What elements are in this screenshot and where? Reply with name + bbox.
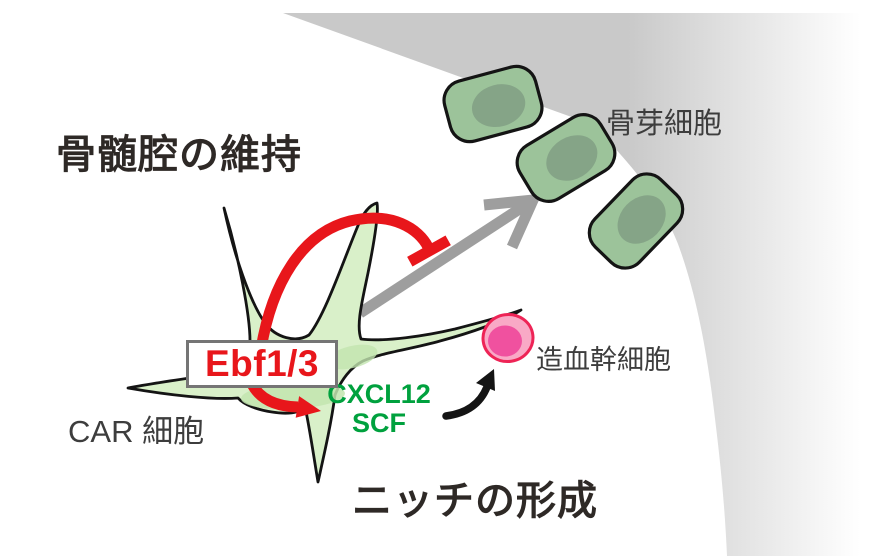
inhibition-tbar (407, 235, 451, 267)
osteoblast-cell (587, 172, 685, 270)
hsc-support-arrow-shaft (442, 383, 491, 420)
hsc-cell-shape (481, 312, 535, 364)
hsc-support-arrow-head (476, 369, 495, 391)
osteoblast-label: 骨芽細胞 (606, 108, 723, 140)
osteoblast-cells (442, 64, 685, 270)
niche-formation-title: ニッチの形成 (352, 479, 598, 523)
scf-label: SCF (352, 407, 406, 438)
inhibition-arc (255, 212, 433, 350)
ebf1-3-gene-box: Ebf1/3 (186, 340, 338, 388)
secreted-factors-label: CXCL12 SCF (320, 380, 438, 437)
cxcl12-label: CXCL12 (327, 379, 431, 409)
bone-region (283, 13, 873, 556)
osteoblast-differentiation-arrow (356, 193, 542, 318)
osteoblast-cell (515, 113, 617, 203)
osteoblast-cell (442, 64, 544, 144)
bone-marrow-maintenance-title: 骨髄腔の維持 (56, 133, 302, 177)
ebf1-3-gene-label: Ebf1/3 (204, 343, 320, 384)
car-cell-label: CAR 細胞 (68, 414, 205, 449)
hematopoietic-stem-cell-label: 造血幹細胞 (536, 345, 671, 375)
promotion-arrow-head (295, 396, 321, 418)
car-cell-inner-shade-2 (326, 344, 378, 370)
